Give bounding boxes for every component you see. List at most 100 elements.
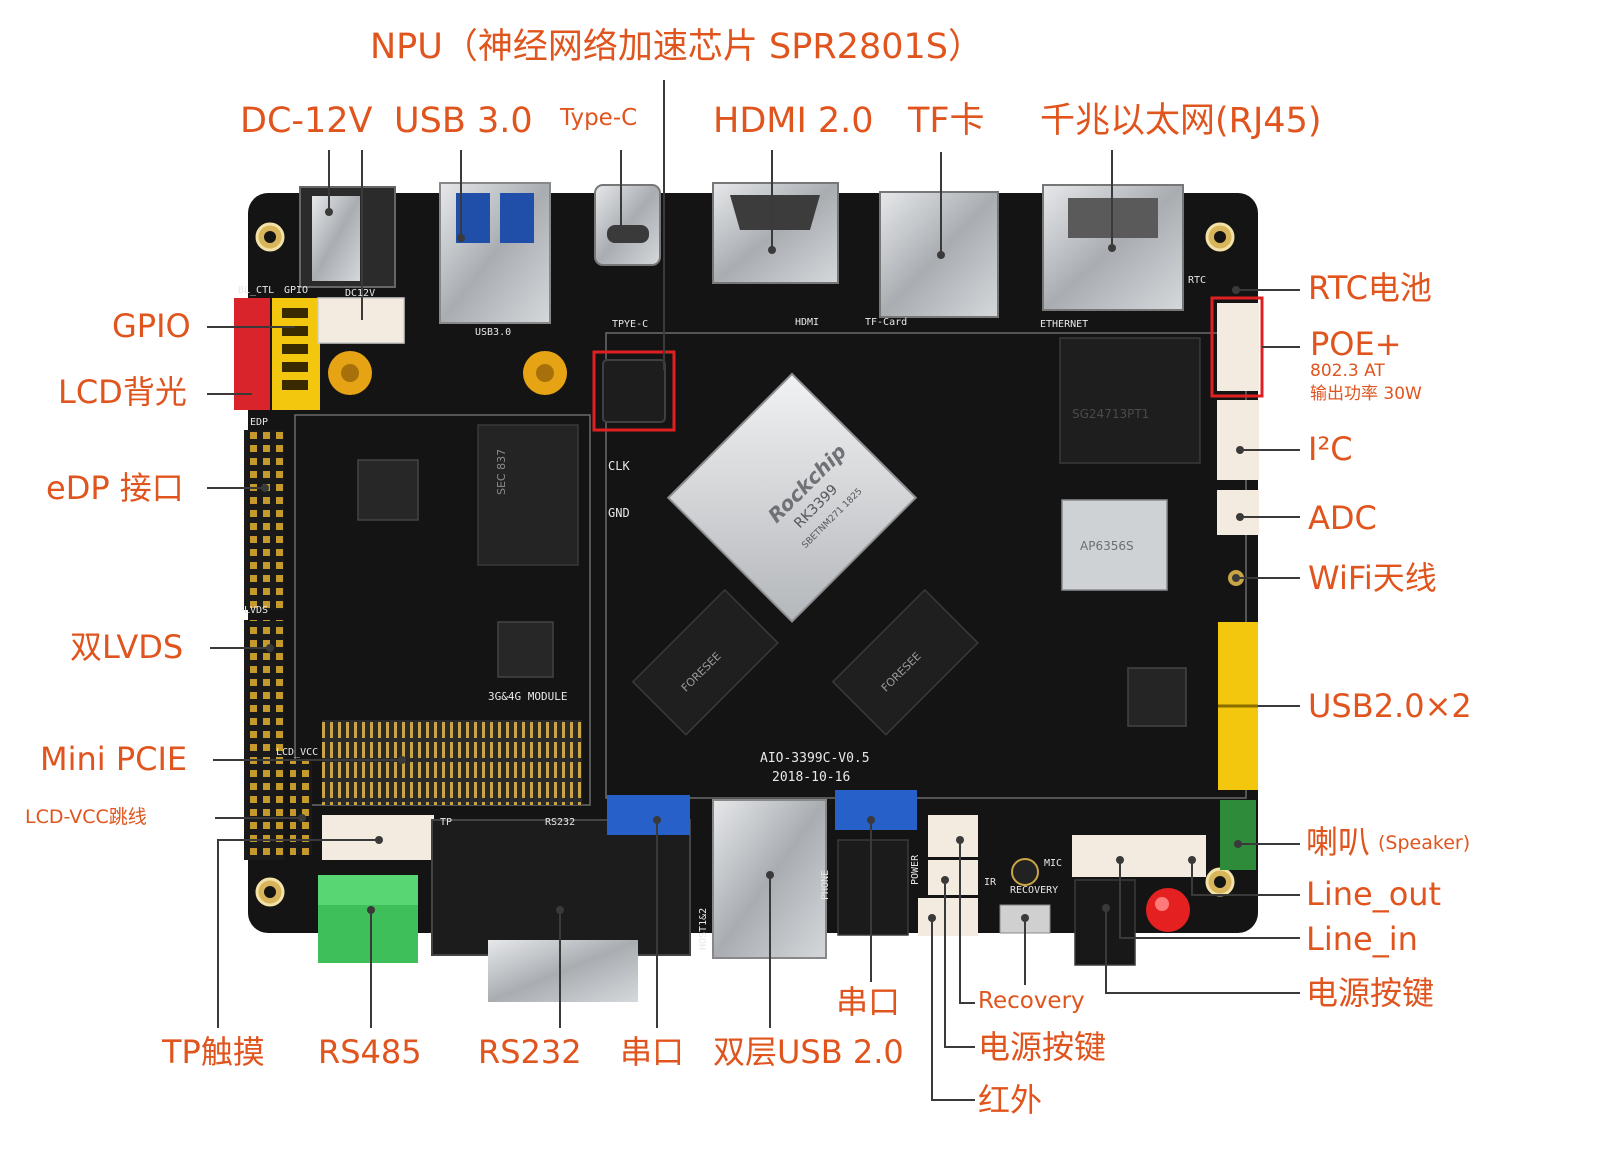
minipcie-slot: [322, 720, 582, 805]
silk-dc12v: DC12V: [345, 288, 375, 299]
small-chip-1: [497, 621, 554, 678]
silk-clk: CLK: [608, 459, 630, 473]
label-rs485: RS485: [318, 1033, 422, 1071]
silk-power: POWER: [910, 854, 921, 885]
label-hdmi: HDMI 2.0: [713, 101, 874, 141]
silk-model: AIO-3399C-V0.5: [760, 751, 870, 766]
leader-recovery: [959, 840, 975, 1004]
speaker-connector: [1220, 800, 1256, 870]
silk-edp: EDP: [250, 417, 268, 428]
chip-text-poe: SG24713PT1: [1072, 407, 1149, 421]
serial-connector-2: [835, 790, 917, 830]
label-adc: ADC: [1308, 499, 1377, 537]
soc-chip: [666, 372, 918, 623]
leader-line-in: [1119, 860, 1300, 939]
silk-date: 2018-10-16: [772, 770, 850, 785]
leader-dots: [261, 208, 1244, 922]
lcd-vcc-header: [290, 760, 312, 855]
label-lvds: 双LVDS: [70, 628, 184, 666]
label-poe-spec1: 802.3 AT: [1310, 361, 1385, 381]
phone-jack: [837, 839, 909, 936]
silk-hdmi: HDMI: [795, 317, 819, 328]
label-dual-usb20: 双层USB 2.0: [713, 1033, 904, 1071]
label-line-in: Line_in: [1306, 920, 1418, 958]
silk-rtc: RTC: [1188, 275, 1206, 286]
recovery-header: [928, 860, 978, 895]
label-recovery: Recovery: [978, 988, 1085, 1014]
silk-mic: MIC: [1044, 858, 1062, 869]
ir-header: [918, 898, 978, 936]
label-minipcie: Mini PCIE: [40, 740, 188, 778]
silk-lcd-vcc: LCD_VCC: [276, 747, 318, 758]
poe-connector: [1217, 303, 1259, 391]
label-infrared: 红外: [978, 1081, 1043, 1119]
silk-rs232: RS232: [545, 817, 575, 828]
power-button: [1146, 888, 1190, 932]
silk-gpio: GPIO: [284, 285, 308, 296]
chip-text-emmc: SEC 837: [495, 449, 508, 495]
lvds-header: [244, 620, 284, 860]
silk-recovery: RECOVERY: [1010, 885, 1058, 896]
silk-module: 3G&4G MODULE: [488, 690, 567, 703]
ram-chip-left: [631, 588, 779, 736]
silk-tp: TP: [440, 817, 452, 828]
label-speaker-en: (Speaker): [1378, 832, 1471, 854]
emmc-chip: [477, 424, 579, 566]
label-rs232: RS232: [478, 1033, 582, 1071]
silk-phone: PHONE: [820, 870, 831, 900]
label-ethernet: 千兆以太网(RJ45): [1040, 101, 1322, 141]
silk-usb30: USB3.0: [475, 327, 511, 338]
module-chip: [357, 459, 419, 521]
npu-highlight-box: [592, 350, 676, 432]
lcd-backlight-connector: [234, 298, 270, 410]
pcb-center-outline: [605, 332, 1247, 799]
ram-chip-right: [831, 588, 979, 736]
leader-power-key-right: [1105, 908, 1300, 994]
label-dc12v: DC-12V: [240, 101, 373, 141]
label-usb20x2: USB2.0×2: [1308, 687, 1472, 725]
silk-gnd: GND: [608, 506, 630, 520]
audio-chip: [1127, 667, 1187, 727]
label-lcd-backlight: LCD背光: [58, 373, 187, 411]
wifi-module: [1061, 499, 1168, 591]
silk-lvds: LVDS: [244, 605, 268, 616]
mic: [1011, 858, 1039, 886]
silk-host: HOST1&2: [698, 908, 709, 950]
adc-connector: [1217, 490, 1259, 535]
label-gpio: GPIO: [112, 307, 191, 345]
label-power-key-right: 电源按键: [1306, 974, 1435, 1012]
serial-connector-1: [607, 795, 690, 835]
label-serial-lower: 串口: [620, 1033, 685, 1071]
poe-chip: [1059, 337, 1201, 464]
edp-header: [244, 430, 284, 610]
label-i2c: I²C: [1308, 430, 1353, 468]
label-rtc: RTC电池: [1308, 269, 1432, 307]
label-lcd-vcc: LCD-VCC跳线: [25, 806, 147, 828]
leader-line-out: [1191, 860, 1300, 896]
label-power-key-mid: 电源按键: [978, 1028, 1107, 1066]
npu-chip: [602, 359, 666, 423]
power-button-header: [928, 815, 978, 857]
silk-typec: TPYE-C: [612, 319, 648, 330]
silk-ethernet: ETHERNET: [1040, 319, 1088, 330]
silk-ir: IR: [984, 877, 997, 888]
label-npu: NPU（神经网络加速芯片 SPR2801S）: [370, 27, 983, 67]
silk-bl-ctl: BL_CTL: [238, 285, 274, 296]
label-poe: POE+: [1310, 325, 1402, 363]
label-tf: TF卡: [908, 101, 985, 141]
wifi-module-text: AP6356S: [1080, 539, 1134, 553]
label-edp: eDP 接口: [46, 469, 184, 507]
label-tp: TP触摸: [162, 1033, 265, 1071]
label-usb30: USB 3.0: [394, 101, 533, 141]
i2c-connector: [1217, 400, 1259, 480]
label-poe-spec2: 输出功率 30W: [1310, 384, 1422, 404]
line-in-out-connectors: [1072, 835, 1206, 877]
label-typec: Type-C: [560, 105, 638, 131]
leader-tp: [217, 839, 379, 1028]
label-line-out: Line_out: [1306, 875, 1442, 913]
silk-tfcard: TF-Card: [865, 317, 907, 328]
label-serial-upper: 串口: [836, 983, 901, 1021]
leader-power-key-mid: [944, 880, 975, 1048]
